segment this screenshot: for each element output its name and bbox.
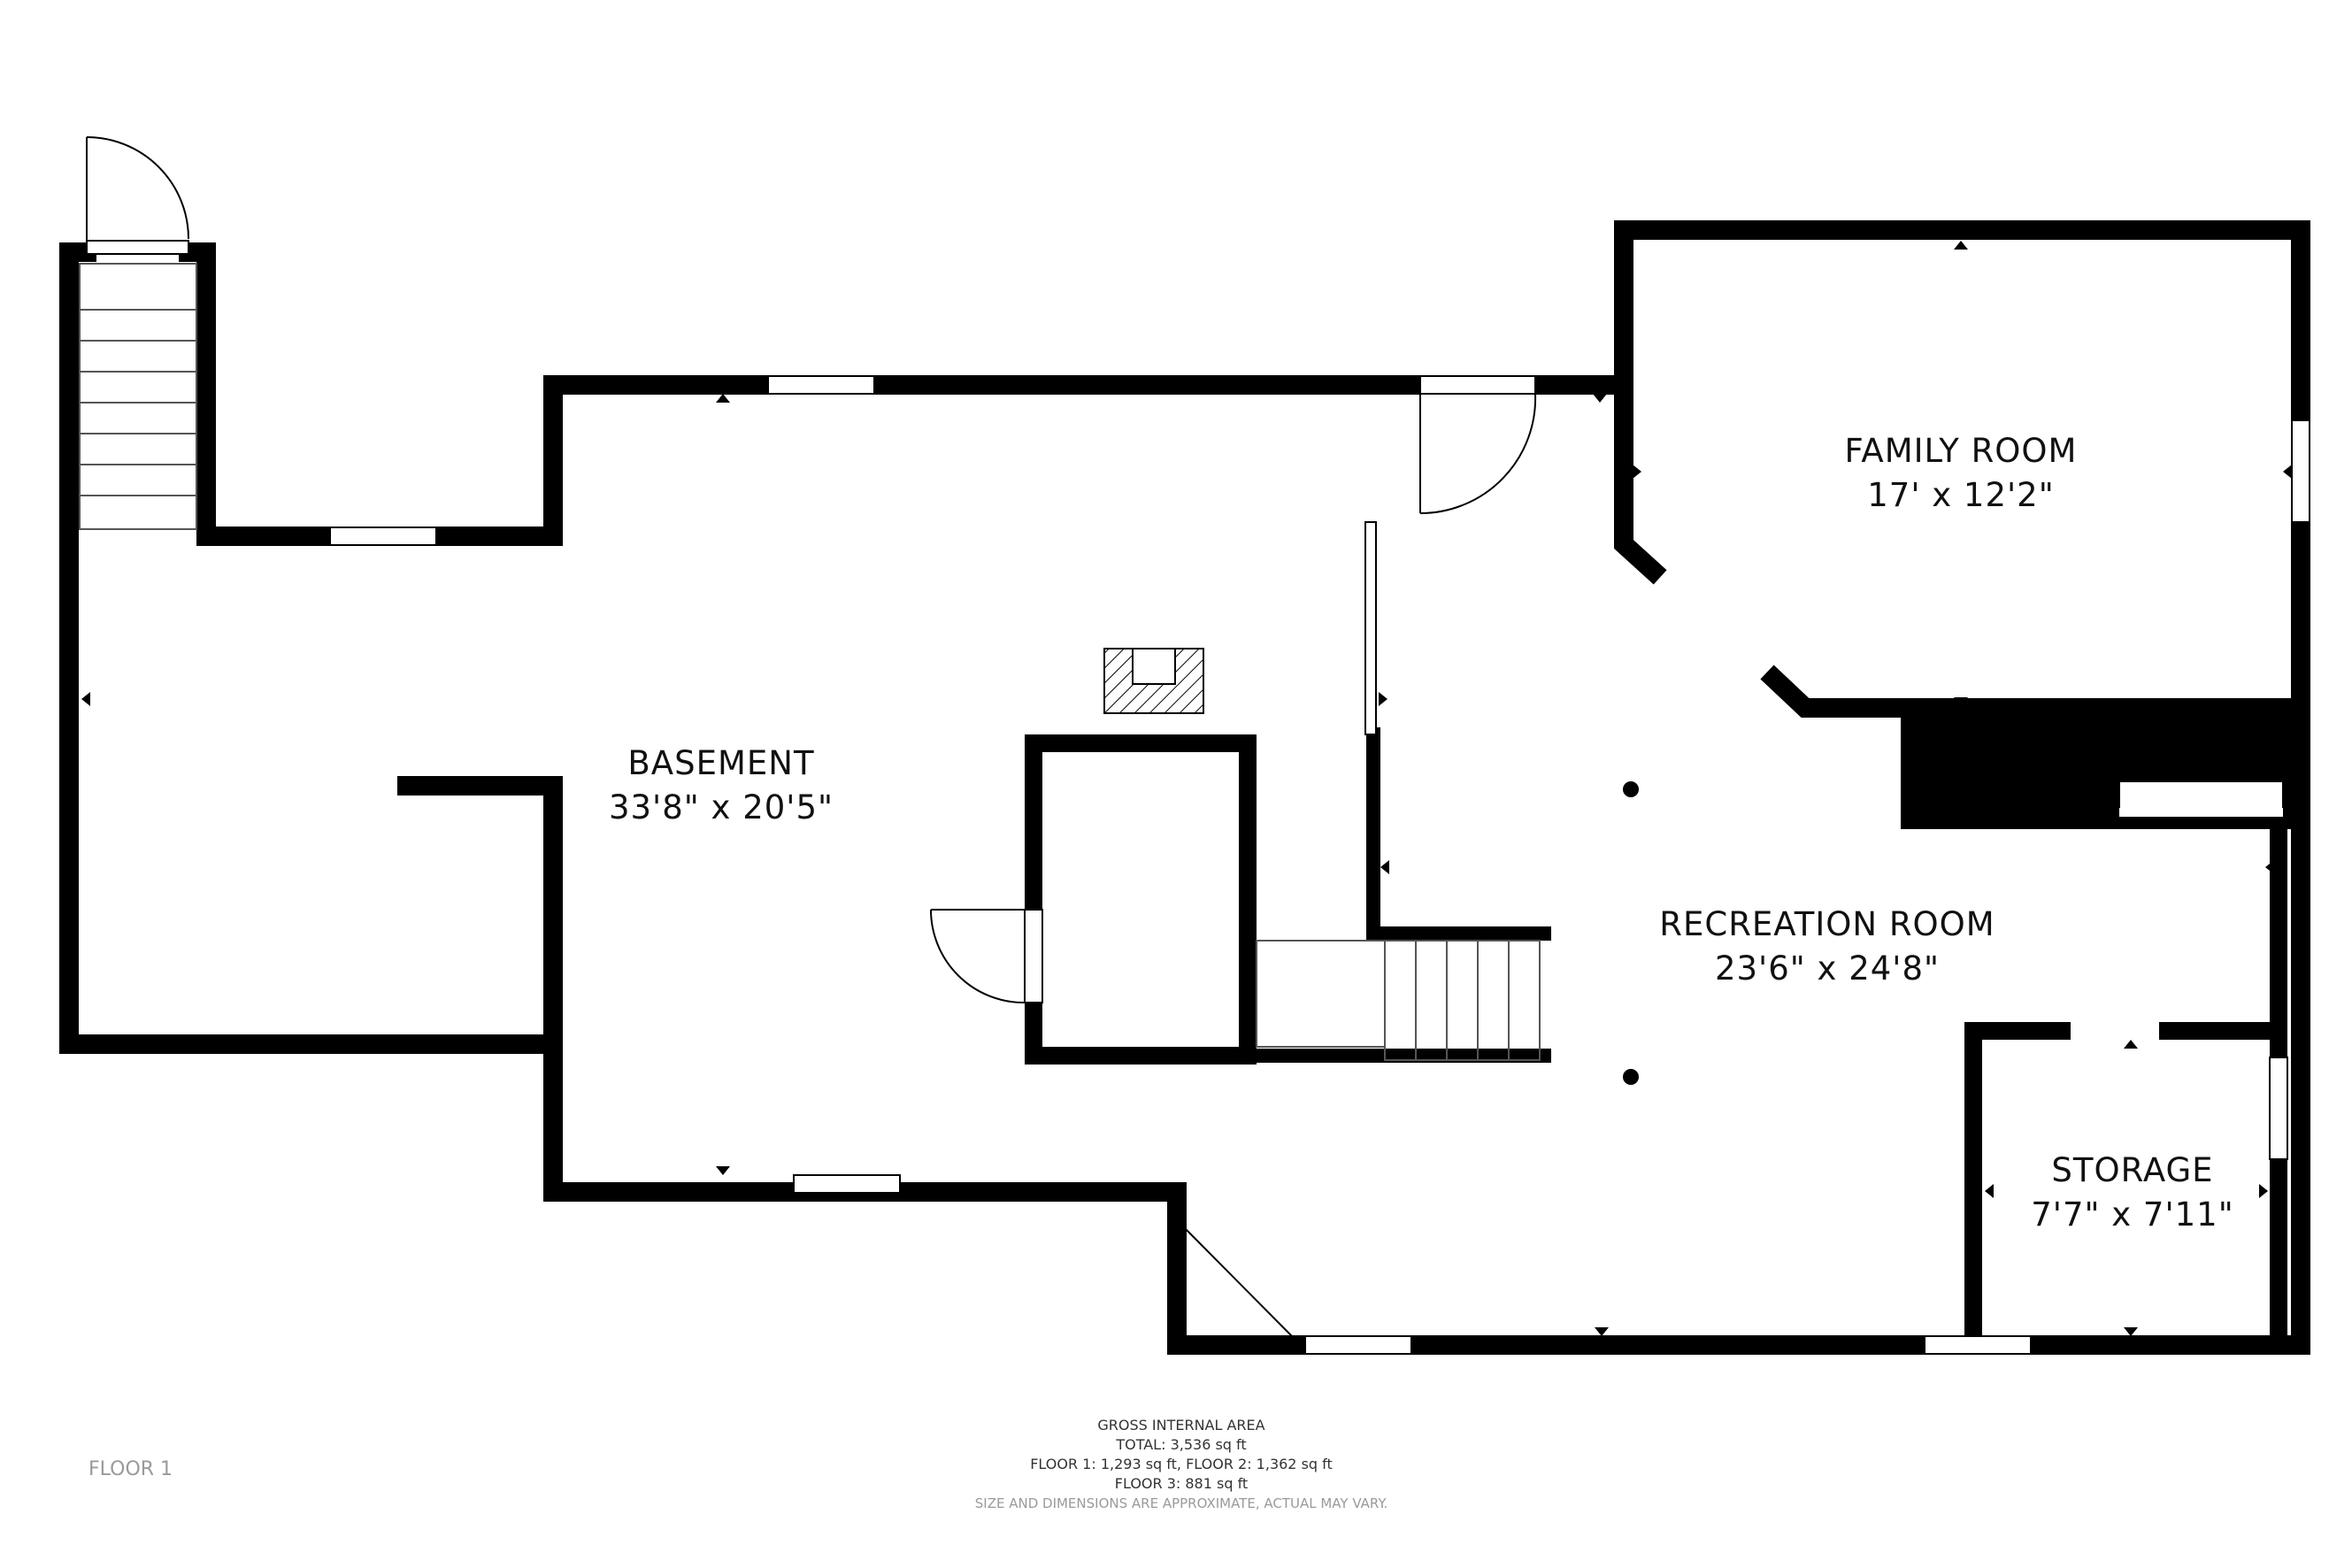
windows <box>329 375 2310 1355</box>
room-label-recreation-room: RECREATION ROOM <box>1659 905 1995 943</box>
window-recreation-bottom <box>1304 1335 1412 1355</box>
window-storage-bottom <box>1924 1335 2032 1355</box>
room-label-storage: STORAGE <box>2051 1151 2213 1189</box>
door-exterior-frame <box>86 240 189 255</box>
support-column <box>1623 781 1639 797</box>
area-total: TOTAL: 3,536 sq ft <box>1115 1436 1246 1453</box>
room-dims-recreation-room: 23'6" x 24'8" <box>1715 949 1940 988</box>
window-basement-top <box>767 375 875 395</box>
area-summary: GROSS INTERNAL AREA TOTAL: 3,536 sq ft F… <box>975 1417 1388 1511</box>
doors <box>86 136 1537 1337</box>
opening-storage-door <box>2119 808 2283 817</box>
area-disclaimer: SIZE AND DIMENSIONS ARE APPROXIMATE, ACT… <box>975 1495 1388 1511</box>
stairs-stairwell <box>79 263 197 530</box>
wall-family-room-left <box>1614 220 1667 585</box>
window-basement-bottom <box>793 1174 901 1194</box>
hatched-fixture-inset <box>1132 648 1176 685</box>
door-angled-leaf <box>1181 1225 1293 1337</box>
dimension-markers <box>81 241 2292 1336</box>
wall-utility-closet <box>1025 734 1257 1065</box>
window-family-room-right <box>2291 419 2310 523</box>
door-family-frame <box>1419 375 1536 395</box>
partition-thin <box>1364 521 1377 735</box>
room-label-basement: BASEMENT <box>627 744 814 782</box>
door-family-swing <box>1419 393 1537 514</box>
area-heading: GROSS INTERNAL AREA <box>1097 1417 1264 1433</box>
door-exterior-swing <box>86 136 189 240</box>
area-floor-3: FLOOR 3: 881 sq ft <box>1115 1475 1248 1492</box>
room-dims-basement: 33'8" x 20'5" <box>609 788 834 826</box>
floor-label: FLOOR 1 <box>88 1458 173 1480</box>
wall-basement-partition <box>397 776 2310 1355</box>
area-floors-1-2: FLOOR 1: 1,293 sq ft, FLOOR 2: 1,362 sq … <box>1030 1456 1333 1472</box>
door-closet-frame <box>1024 909 1043 1003</box>
door-closet-swing <box>930 909 1026 1004</box>
room-dims-storage: 7'7" x 7'11" <box>2031 1195 2234 1234</box>
stairs-central <box>1256 940 1541 1061</box>
wall-family-room-bottom <box>1760 665 2310 718</box>
wall-stairwell-right <box>196 242 1633 546</box>
window-storage-right <box>2269 1057 2288 1160</box>
wall-stairwell-left <box>59 242 563 1054</box>
wall-storage <box>1964 788 2287 1345</box>
support-column <box>1623 1069 1639 1085</box>
room-label-family-room: FAMILY ROOM <box>1845 432 2078 470</box>
wall-stair-partition <box>1366 727 1551 941</box>
room-dims-family-room: 17' x 12'2" <box>1867 476 2054 514</box>
window-stairwell <box>329 527 437 546</box>
